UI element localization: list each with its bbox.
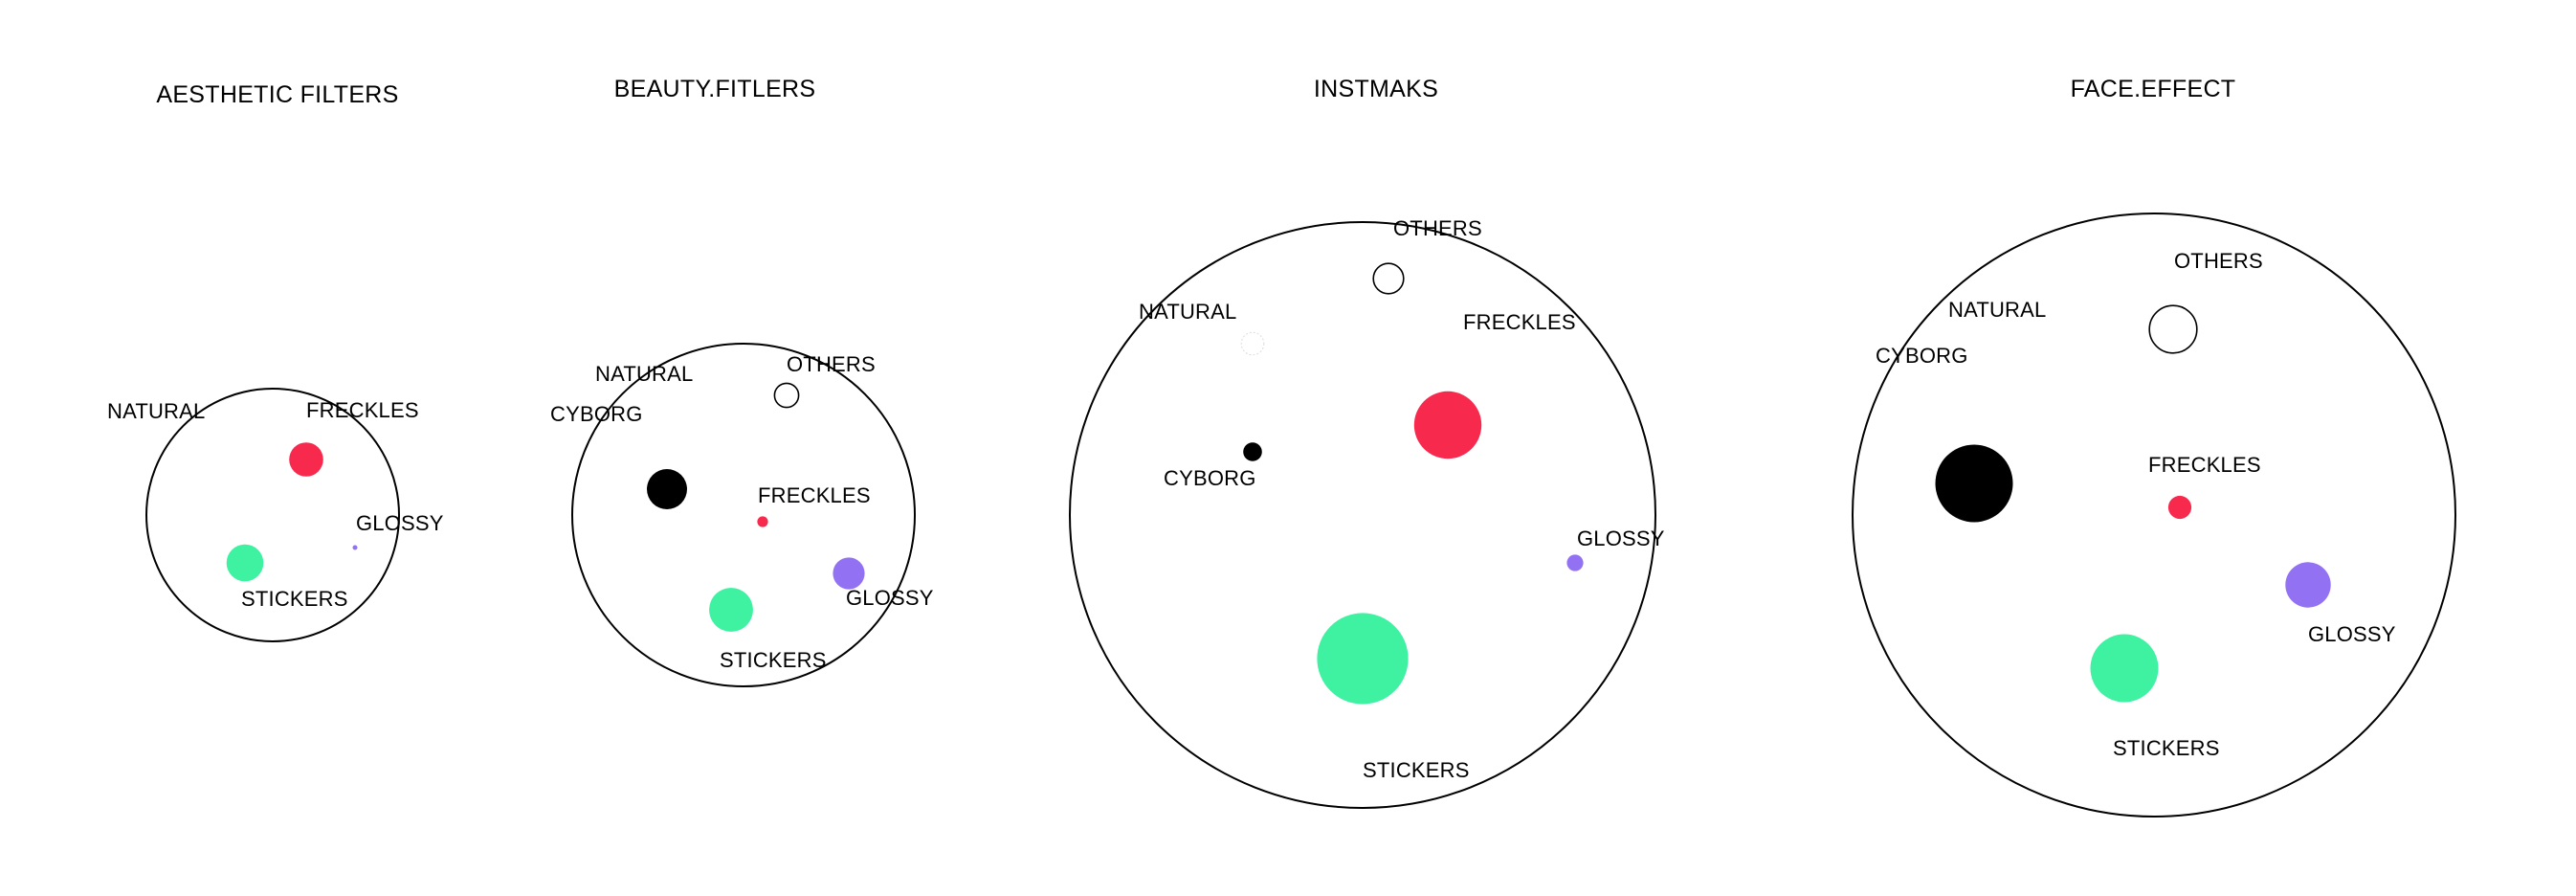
bubble-freckles [757, 516, 768, 527]
panel-outer-circle [145, 388, 400, 642]
bubble-label-freckles: FRECKLES [758, 483, 871, 507]
panel-face-effect: FACE.EFFECT NATURAL OTHERS CYBORG FRECKLES GL… [1852, 76, 2456, 818]
bubble-label-stickers: STICKERS [1363, 758, 1470, 782]
bubble-stickers [709, 588, 753, 632]
bubble-label-natural: NATURAL [595, 362, 693, 386]
bubble-label-glossy: GLOSSY [2308, 622, 2396, 646]
panel-instmaks: INSTMAKS OTHERS NATURAL FRECKLES CYBORG GLOSS… [1069, 76, 1665, 809]
bubble-label-freckles: FRECKLES [306, 398, 419, 422]
bubble-stickers [1317, 613, 1409, 705]
panel-outer-circle [571, 343, 916, 687]
bubble-freckles [2167, 495, 2192, 520]
bubble-cyborg [647, 469, 687, 509]
panel-beauty-fitlers: BEAUTY.FITLERS NATURAL OTHERS CYBORG FRECKLE… [550, 76, 934, 687]
bubble-stickers [226, 544, 264, 582]
bubble-freckles [1413, 391, 1482, 459]
bubble-label-freckles: FRECKLES [1463, 310, 1576, 334]
panel-aesthetic-filters: AESTHETIC FILTERS NATURAL FRECKLES STICKERS… [107, 81, 444, 642]
bubble-label-others: OTHERS [2174, 249, 2263, 273]
bubble-label-others: OTHERS [787, 352, 876, 376]
panel-outer-circle [1852, 213, 2456, 818]
bubble-others [1372, 262, 1405, 295]
bubble-others [773, 382, 800, 409]
panel-title: AESTHETIC FILTERS [156, 81, 398, 108]
panel-title: BEAUTY.FITLERS [614, 76, 816, 102]
bubble-cyborg [1243, 442, 1262, 461]
bubble-label-natural: NATURAL [107, 399, 205, 423]
bubble-natural [1240, 331, 1265, 356]
panel-title: INSTMAKS [1314, 76, 1438, 102]
bubble-cyborg [1935, 444, 2013, 523]
bubble-glossy [1566, 554, 1584, 571]
bubble-label-stickers: STICKERS [2113, 736, 2220, 760]
bubble-label-cyborg: CYBORG [1876, 344, 1968, 368]
panel-outer-circle [1069, 221, 1656, 809]
panel-title: FACE.EFFECT [2071, 76, 2236, 102]
bubble-label-glossy: GLOSSY [1577, 526, 1665, 550]
bubble-label-natural: NATURAL [1139, 300, 1236, 324]
bubble-stickers [2090, 634, 2159, 703]
bubble-glossy [833, 557, 865, 590]
bubble-label-cyborg: CYBORG [1164, 466, 1256, 490]
bubble-glossy [2285, 562, 2331, 608]
bubble-label-stickers: STICKERS [720, 648, 827, 672]
bubble-label-glossy: GLOSSY [846, 586, 934, 610]
bubble-label-cyborg: CYBORG [550, 402, 643, 426]
bubble-label-others: OTHERS [1393, 216, 1482, 240]
bubble-freckles [289, 442, 323, 477]
bubble-label-glossy: GLOSSY [356, 511, 444, 535]
bubble-others [2148, 304, 2198, 354]
bubble-label-stickers: STICKERS [241, 587, 348, 611]
bubble-label-freckles: FRECKLES [2148, 453, 2261, 477]
bubble-label-natural: NATURAL [1948, 298, 2046, 322]
bubble-glossy [352, 545, 358, 550]
